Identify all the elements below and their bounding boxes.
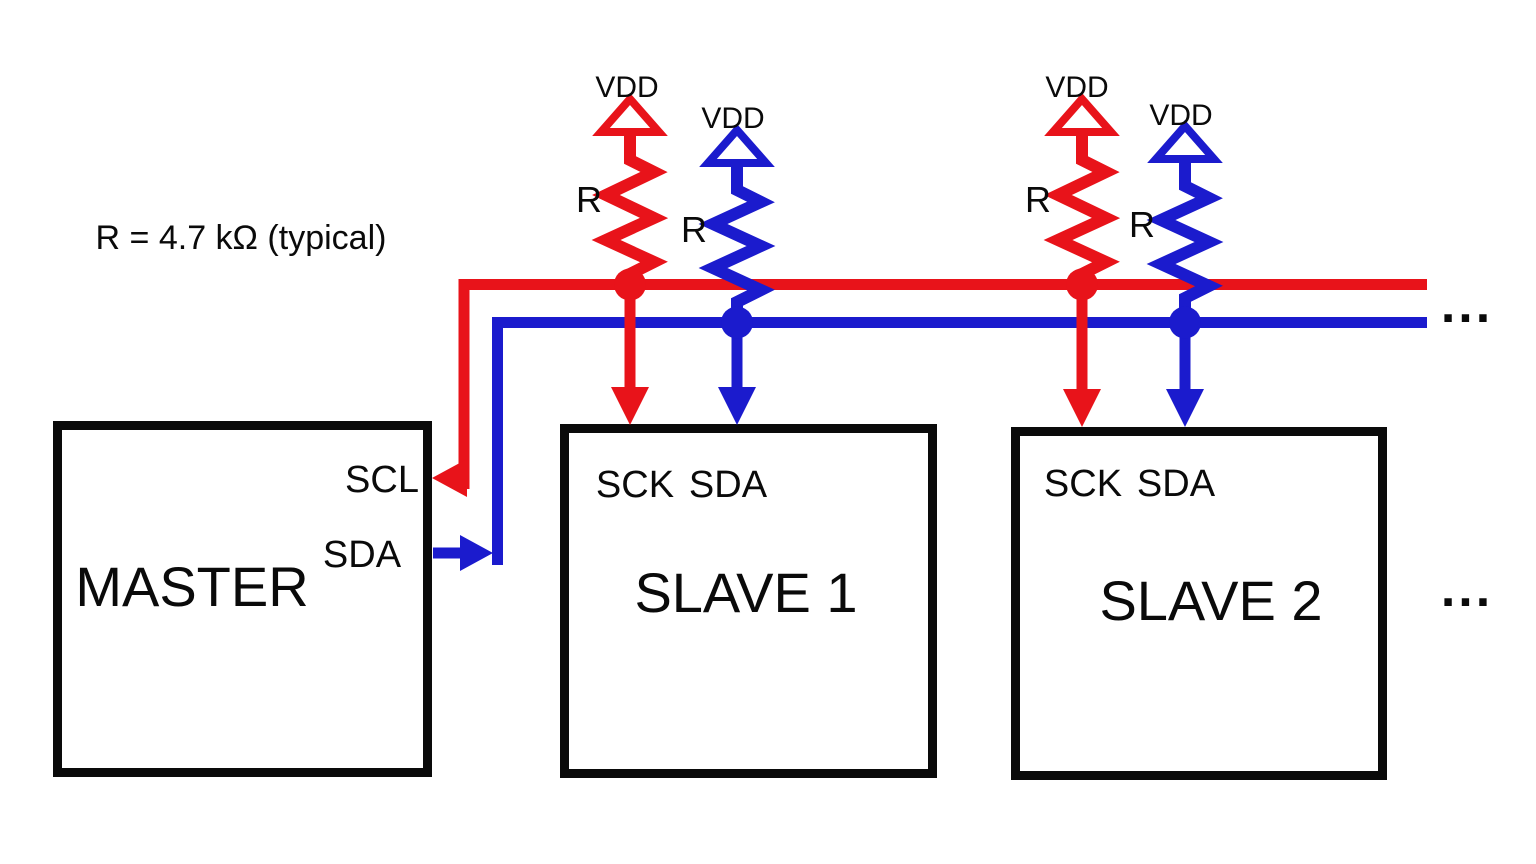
- resistor-zigzag-icon: [1146, 155, 1224, 330]
- vdd-label: VDD: [1149, 99, 1212, 132]
- slave2-sck-pin-label: SCK: [1044, 463, 1122, 505]
- resistor-note: R = 4.7 kΩ (typical): [96, 219, 387, 257]
- master-box: [53, 421, 432, 777]
- junction-dot: [614, 268, 646, 301]
- sda-slave2-arrowhead-icon: [1166, 389, 1204, 427]
- sda-bus-wire: [492, 317, 1427, 565]
- slave1-title: SLAVE 1: [634, 561, 857, 624]
- master-scl-pin-label: SCL: [345, 459, 419, 501]
- sda-pullup-1: [698, 123, 776, 425]
- scl-pullup-1: [591, 92, 669, 425]
- slave2-box: [1011, 427, 1387, 780]
- vdd-label: VDD: [701, 102, 764, 135]
- junction-dot: [721, 306, 753, 339]
- vdd-label: VDD: [1045, 71, 1108, 104]
- scl-master-arrowhead-icon: [432, 459, 467, 497]
- scl-pullup-2: [1043, 92, 1121, 427]
- junction-dot: [1169, 306, 1201, 339]
- slave1-sck-pin-label: SCK: [596, 464, 674, 506]
- resistor-label: R: [1025, 179, 1051, 220]
- resistor-zigzag-icon: [591, 128, 669, 292]
- device-continuation-ellipsis: ...: [1441, 560, 1493, 618]
- resistor-zigzag-icon: [698, 159, 776, 330]
- junction-dot: [1066, 268, 1098, 301]
- scl-slave1-arrowhead-icon: [611, 387, 649, 425]
- slave1-box: [560, 424, 937, 778]
- sda-pullup-2: [1146, 119, 1224, 427]
- master-sda-pin-label: SDA: [323, 534, 402, 576]
- resistor-label: R: [681, 209, 707, 250]
- master-title: MASTER: [75, 555, 308, 618]
- sda-master-arrowhead-icon: [460, 535, 493, 571]
- bus-continuation-ellipsis: ...: [1441, 276, 1493, 334]
- slave2-sda-pin-label: SDA: [1137, 463, 1216, 505]
- scl-slave2-arrowhead-icon: [1063, 389, 1101, 427]
- resistor-label: R: [576, 179, 602, 220]
- slave1-sda-pin-label: SDA: [689, 464, 768, 506]
- sda-slave1-arrowhead-icon: [718, 387, 756, 425]
- resistor-zigzag-icon: [1043, 128, 1121, 292]
- slave2-title: SLAVE 2: [1099, 569, 1322, 632]
- vdd-label: VDD: [595, 71, 658, 104]
- scl-bus-wire: [458, 279, 1427, 489]
- resistor-label: R: [1129, 204, 1155, 245]
